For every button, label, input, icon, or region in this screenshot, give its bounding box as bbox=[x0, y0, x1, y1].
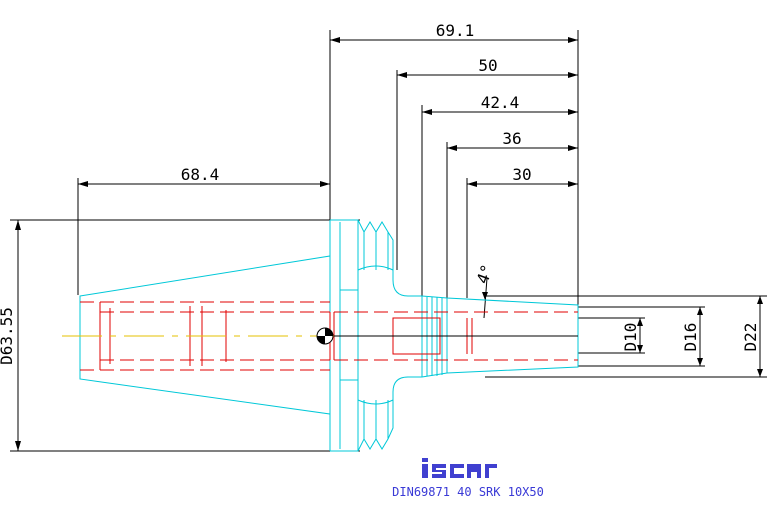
right-diameter-dimensions bbox=[485, 295, 767, 378]
dim-length-2: 50 bbox=[478, 56, 497, 75]
dim-flange-diameter: D63.55 bbox=[0, 307, 16, 365]
dim-length-3: 42.4 bbox=[481, 93, 520, 112]
flange-diameter-dimension bbox=[10, 219, 360, 452]
dim-length-5: 30 bbox=[512, 165, 531, 184]
dim-d22: D22 bbox=[741, 323, 760, 352]
dim-length-4: 36 bbox=[502, 129, 521, 148]
dim-d10: D10 bbox=[621, 323, 640, 352]
internal-bore bbox=[80, 301, 578, 371]
drawing-caption: DIN69871 40 SRK 10X50 bbox=[392, 485, 544, 499]
dim-d16: D16 bbox=[681, 323, 700, 352]
dim-length-1: 69.1 bbox=[436, 21, 475, 40]
dim-angle: 4° bbox=[473, 262, 497, 287]
brand-logo-icon bbox=[422, 458, 497, 478]
origin-marker-icon bbox=[316, 327, 334, 345]
top-dimension-lines bbox=[77, 30, 579, 310]
angle-annotation bbox=[482, 277, 488, 319]
dim-taper-length: 68.4 bbox=[181, 165, 220, 184]
